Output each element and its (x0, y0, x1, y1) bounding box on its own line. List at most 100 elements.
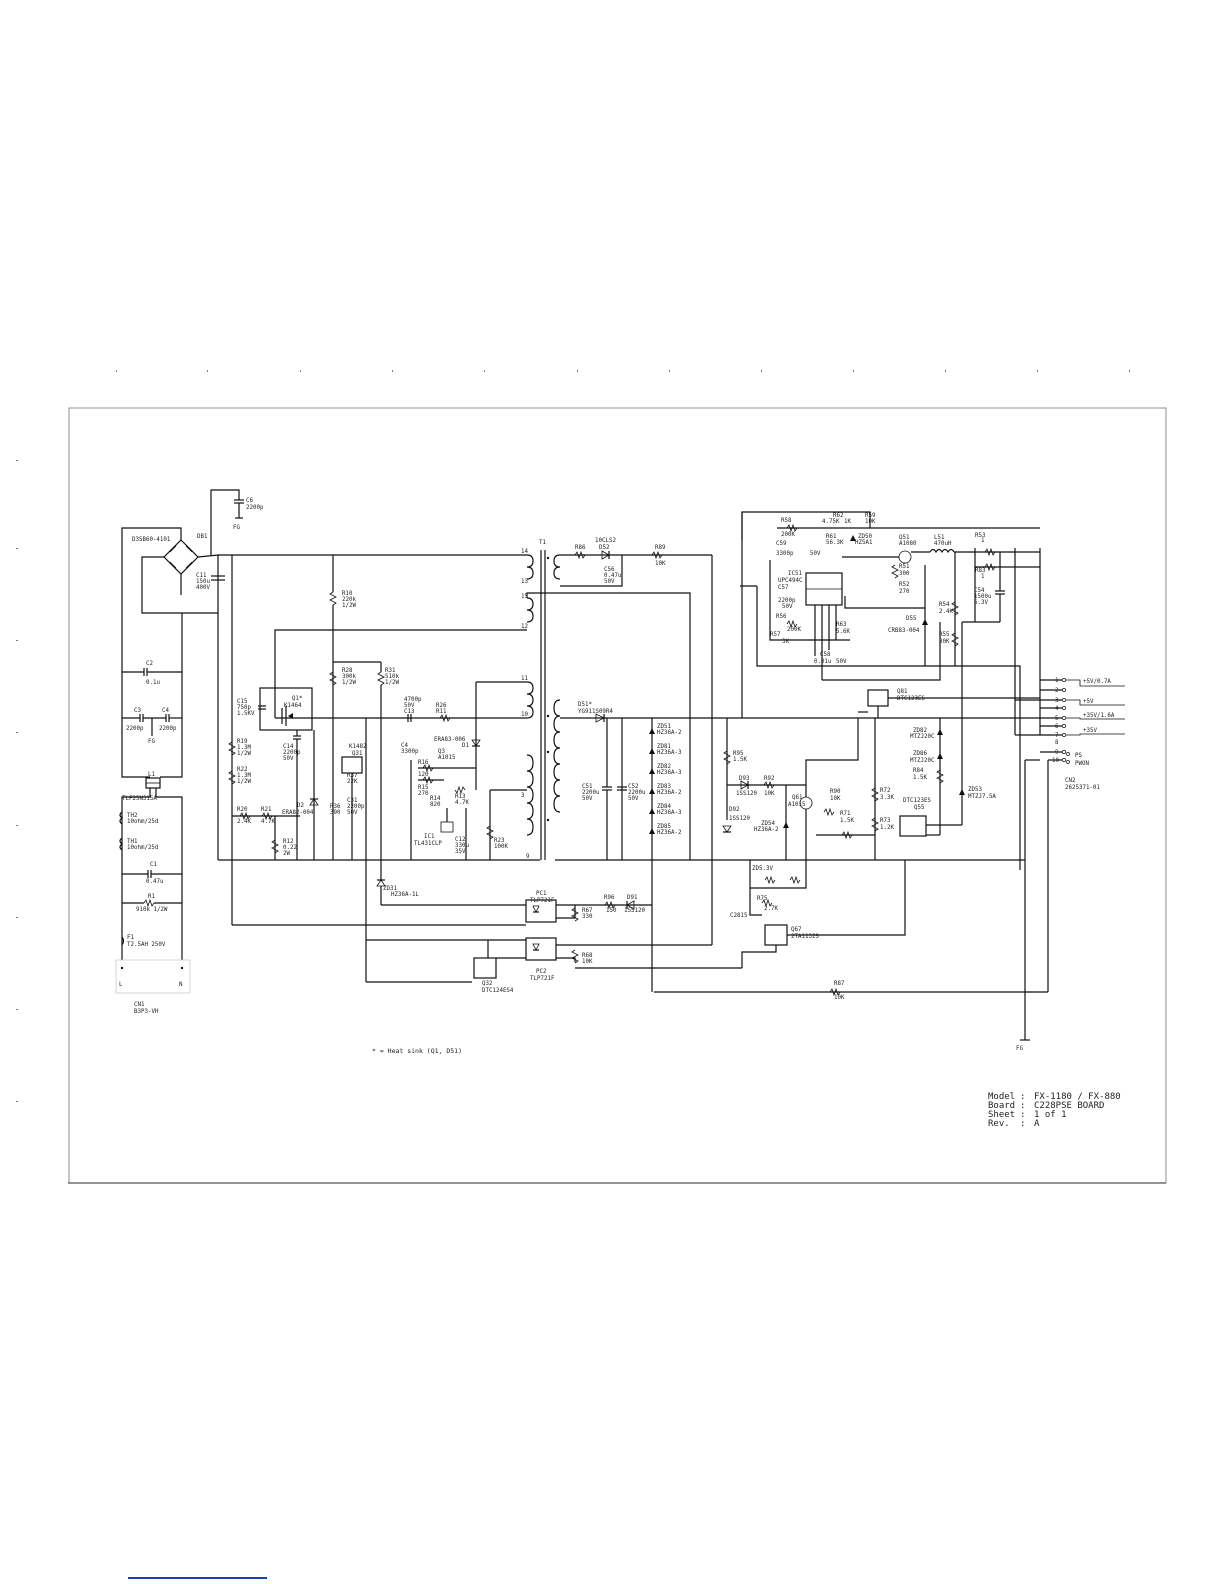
pc1-ref: PC1 (536, 891, 547, 897)
r15-value: 270 (418, 791, 429, 797)
r22-value: 1.3M (237, 773, 251, 779)
d91-ref: D91 (627, 895, 638, 901)
zd86-part: MTZJ20C (910, 758, 935, 764)
c58-ref: C58 (820, 652, 831, 658)
q61-ref: Q61 (792, 795, 803, 801)
r90-value: 10K (830, 796, 841, 802)
d1-ref: D1 (462, 743, 469, 749)
t1-pin-13: 13 (521, 579, 528, 585)
c54-volt: 6.3V (974, 600, 988, 606)
c14-ref: C14 (283, 744, 294, 750)
r58-value: 200K (781, 532, 795, 538)
c15-ref: C15 (237, 699, 248, 705)
c52-ref: C52 (628, 784, 638, 790)
r71-value: 1.5K (840, 818, 854, 824)
r1-ref: R1 (148, 894, 155, 900)
primary-section: R10 220k 1/2W R28 300k 1/2W R31 510k 1/2… (217, 555, 1025, 925)
d92-part: 1SS120 (729, 816, 750, 822)
r54-value: 2.4K (939, 609, 953, 615)
c12-ref: C12 (455, 837, 465, 843)
cn2-ref: CN2 (1065, 778, 1075, 784)
zd53-ref: ZD53 (968, 787, 982, 793)
out-35v-16a: +35V/1.6A (1083, 713, 1115, 719)
c4b-ref: C4 (401, 743, 408, 749)
c11-volt: 400V (196, 585, 210, 591)
r68-ref: R68 (582, 953, 593, 959)
cn2-pin-6: 6 (1055, 724, 1059, 730)
cn2-part: 2625371-01 (1065, 785, 1100, 791)
th1-value: 10ohm/25d (127, 845, 158, 851)
c14-volt: 50V (283, 756, 294, 762)
r96-value: 150 (606, 908, 617, 914)
ic51-part: UPC494C (778, 578, 803, 584)
footer-link-underline (128, 1577, 267, 1579)
r23-ref: R23 (494, 838, 505, 844)
c1-ref: C1 (150, 862, 157, 868)
svg-text::: : (1020, 1101, 1025, 1111)
d51-part: YG911S09R4 (578, 709, 613, 715)
r20-ref: R20 (237, 807, 248, 813)
ic1-part: TL431CLP (414, 841, 442, 847)
r22-w: 1/2W (237, 779, 251, 785)
r36-value: 390 (330, 810, 341, 816)
zd86-ref: ZD86 (913, 751, 927, 757)
c3-value: 2200p (126, 726, 144, 732)
grid-ticks-top (116, 370, 1130, 372)
c3c4-fg: FG (148, 739, 155, 745)
feedback-section: PC1 TLP721F R67 330 R96 150 D91 1SS120 P… (232, 718, 1049, 1001)
cn2-pin-2: 2 (1055, 688, 1059, 694)
c2-value: 0.1u (146, 680, 160, 686)
r51-value: 300 (899, 571, 910, 577)
r14-value: 820 (430, 802, 441, 808)
r68-value: 10K (582, 959, 593, 965)
q3-part: A1015 (438, 755, 456, 761)
cn1-pin-l: L (119, 982, 123, 988)
d52-ref: D52 (599, 545, 609, 551)
svg-text::: : (1020, 1110, 1025, 1120)
cn2-fg: FG (1016, 1046, 1023, 1052)
bridge-part: D3SB60-4101 (132, 537, 171, 543)
r10-value: 220k (342, 597, 356, 603)
c52-value: 2200u (628, 790, 645, 796)
zd81-ref: ZD81 (657, 744, 671, 750)
d52-part: 10CLS2 (595, 538, 616, 544)
q81-ref: Q81 (897, 689, 908, 695)
bridge-ref: DB1 (197, 534, 208, 540)
r95-value: 1.5K (733, 757, 747, 763)
zd31-part: HZ36A-1L (391, 892, 419, 898)
output-connector-cn2: FG 1 2 3 4 5 6 7 8 9 10 +5V/0.7A +5V +35… (1015, 678, 1125, 1052)
q1-part: K1464 (284, 703, 302, 709)
q67-ref: Q67 (791, 927, 802, 933)
r83-ref: R83 (975, 568, 986, 574)
r92-ref: R92 (764, 776, 774, 782)
c1-value: 0.47u (146, 879, 163, 885)
r56-value: 200K (787, 627, 801, 633)
t1-pin-14: 14 (521, 549, 528, 555)
c12-volt: 35V (455, 849, 466, 855)
c2815-ref: C2815 (730, 913, 748, 919)
zd50-part: HZ5A1 (855, 540, 873, 546)
r52-value: 270 (899, 589, 910, 595)
r86-ref: R86 (575, 545, 586, 551)
cn2-pin-8: 8 (1055, 740, 1059, 746)
r56-ref: R56 (776, 614, 787, 620)
tb-board-value: C228PSE BOARD (1034, 1101, 1104, 1111)
heat-sink-note: * = Heat sink (Q1, D51) (372, 1047, 462, 1055)
r58-ref: R58 (781, 518, 792, 524)
c12-value: 330u (455, 843, 469, 849)
c6-value: 2200p (246, 505, 264, 511)
q3-ref: Q3 (438, 749, 445, 755)
zd54-part: HZ36A-2 (754, 827, 778, 833)
c13-ref: C13 (404, 709, 415, 715)
cn1-pin-n: N (179, 982, 183, 988)
q31-ref: Q31 (352, 751, 363, 757)
zd51-ref: ZD51 (657, 724, 671, 730)
r96-ref: R96 (604, 895, 615, 901)
c59-ref: C59 (776, 541, 787, 547)
r72-value: 3.3K (880, 795, 894, 801)
zd85-ref: ZD85 (657, 824, 671, 830)
cn2-pin-1: 1 (1055, 678, 1059, 684)
r63-ref: R63 (836, 622, 847, 628)
input-section: C6 2200p FG DB1 D3SB60-4101 C11 150u 400… (115, 489, 527, 1015)
r51-ref: R51 (899, 564, 910, 570)
